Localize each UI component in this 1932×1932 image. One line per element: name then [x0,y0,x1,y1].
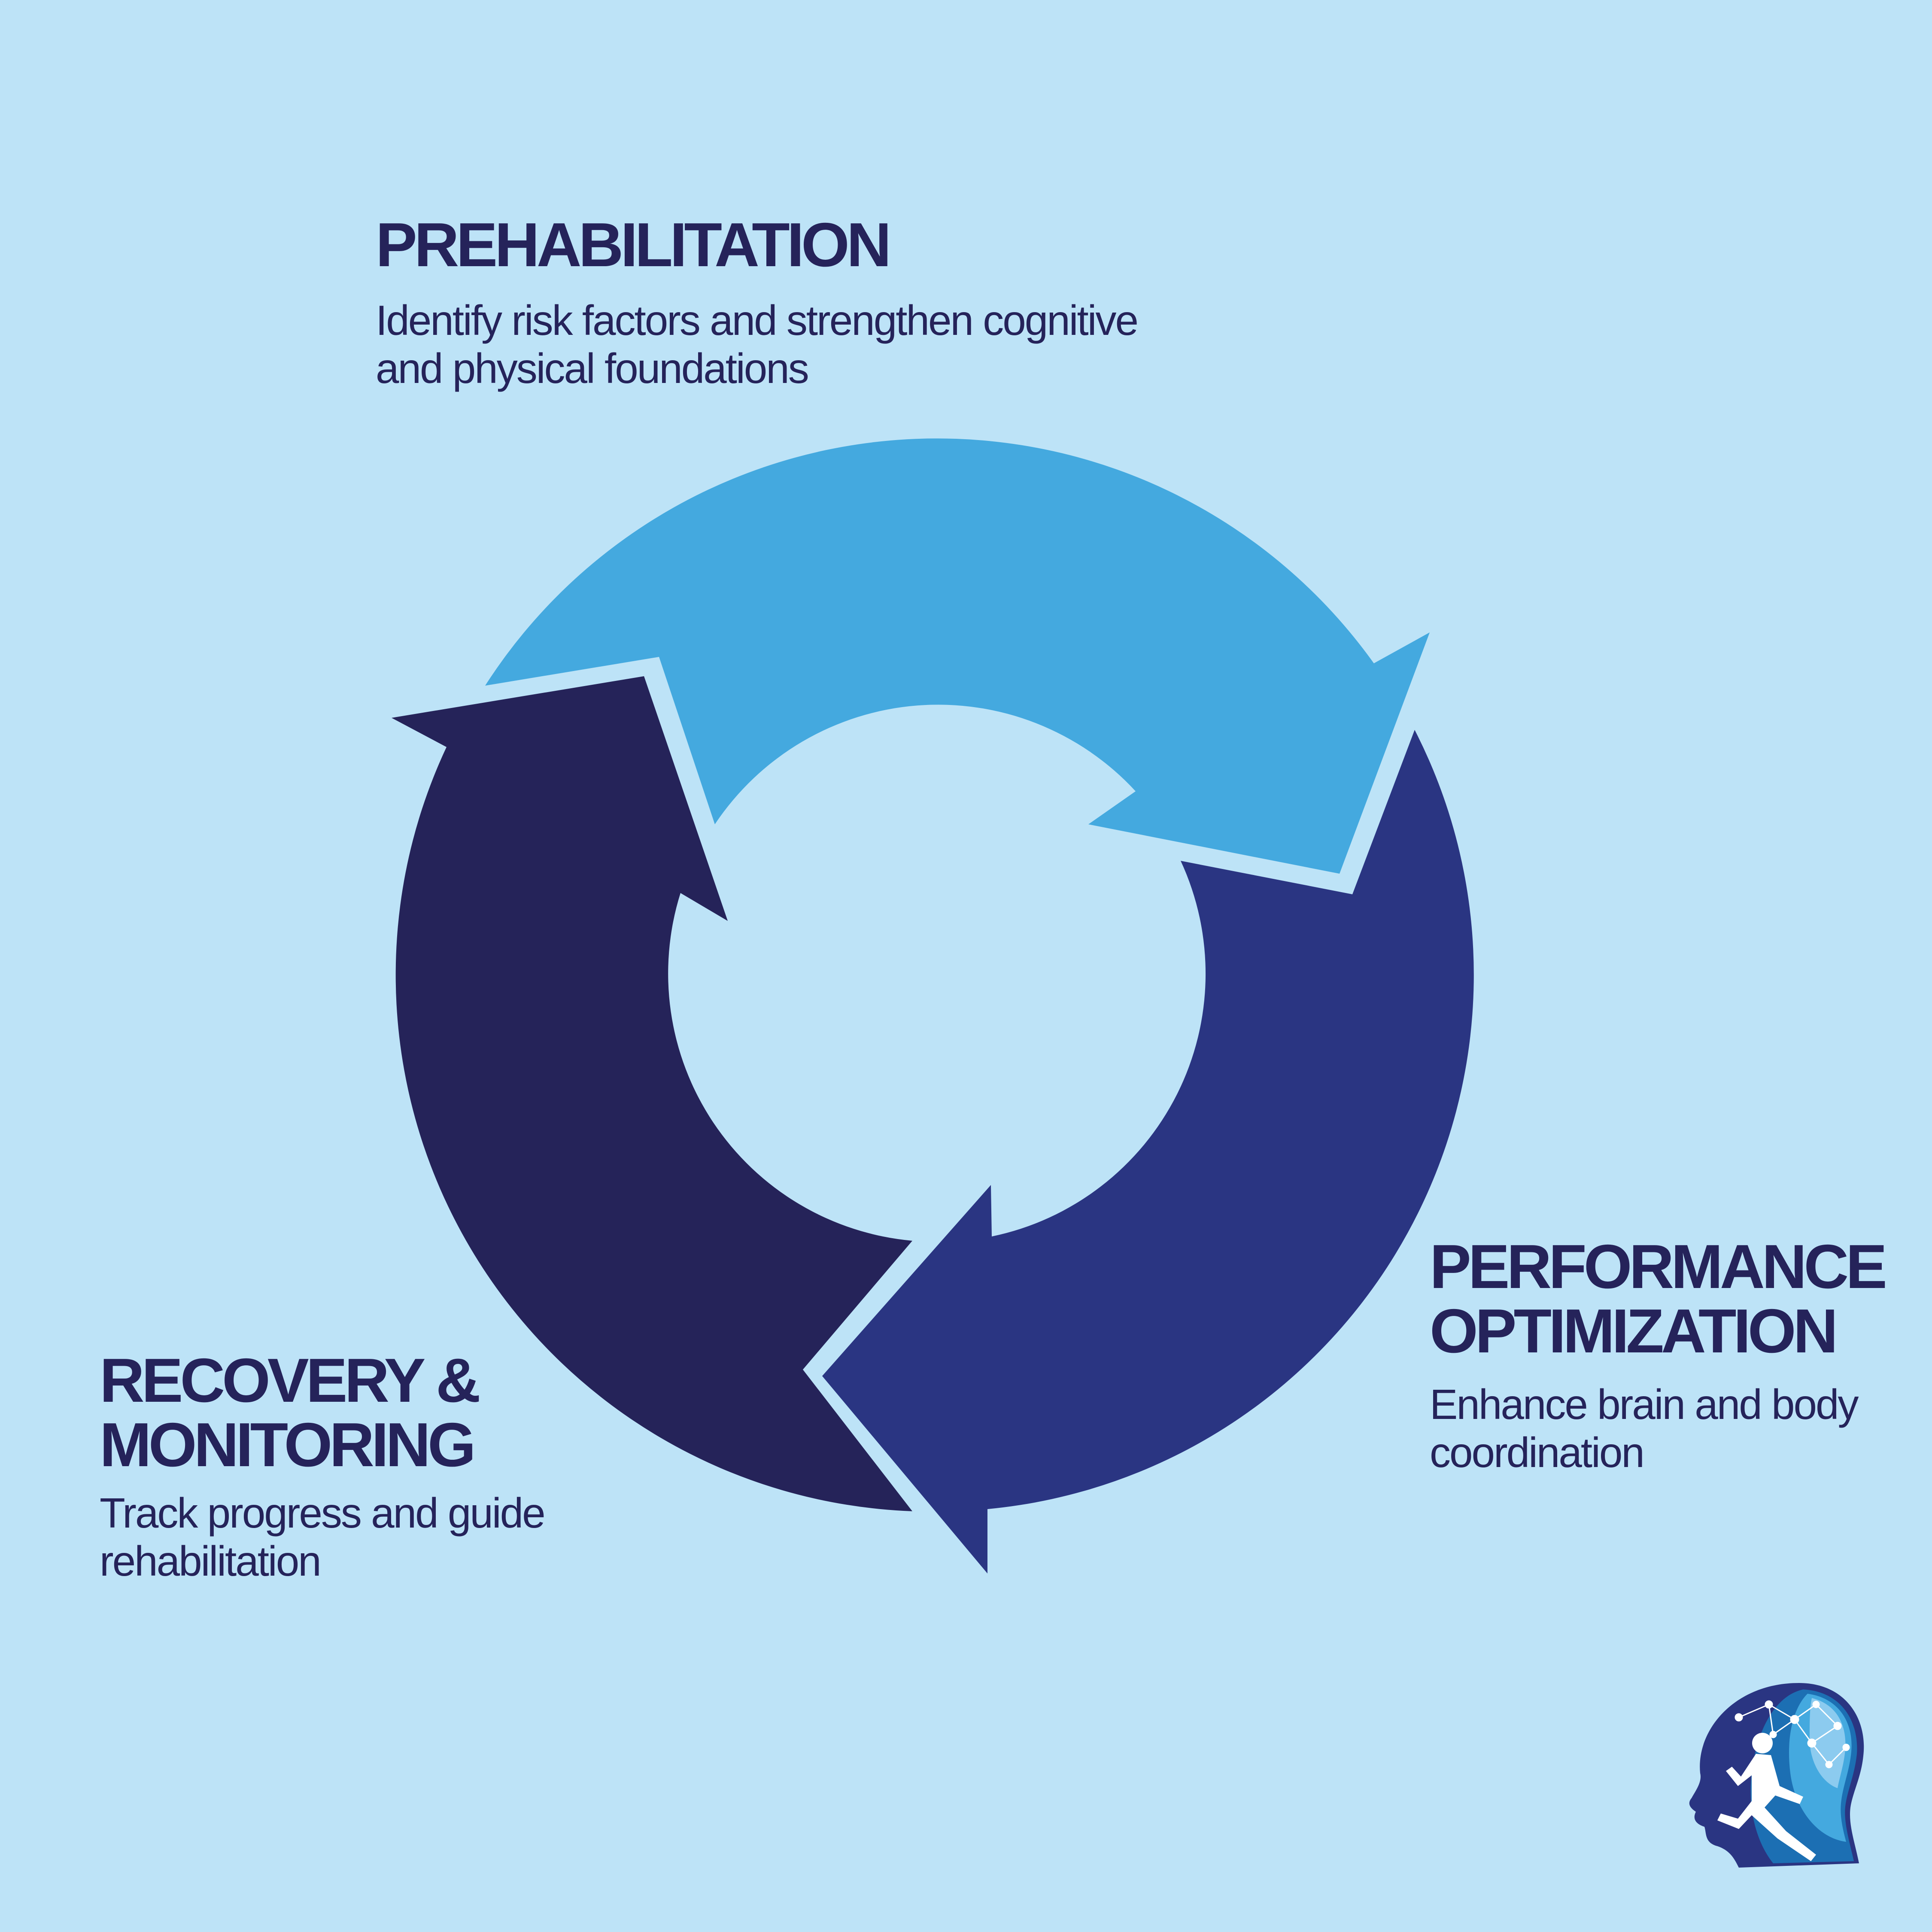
recovery-monitoring-block: RECOVERY & MONITORING Track progress and… [100,1348,658,1585]
head-with-runner-logo-icon [1689,1683,1864,1868]
prehabilitation-arrow [485,438,1430,874]
recovery-monitoring-title: RECOVERY & MONITORING [100,1346,481,1479]
prehabilitation-block: PREHABILITATION Identify risk factors an… [376,213,1148,392]
performance-optimization-title: PERFORMANCE OPTIMIZATION [1430,1232,1887,1366]
performance-optimization-block: PERFORMANCE OPTIMIZATION Enhance brain a… [1430,1234,1923,1476]
recovery-monitoring-description: Track progress and guide rehabilitation [100,1489,546,1585]
prehabilitation-title: PREHABILITATION [376,210,892,279]
recovery-monitoring-arrow [392,676,912,1511]
prehabilitation-description: Identify risk factors and strengthen cog… [376,297,1139,392]
performance-optimization-arrow [822,730,1474,1574]
performance-optimization-description: Enhance brain and body coordination [1430,1381,1859,1476]
